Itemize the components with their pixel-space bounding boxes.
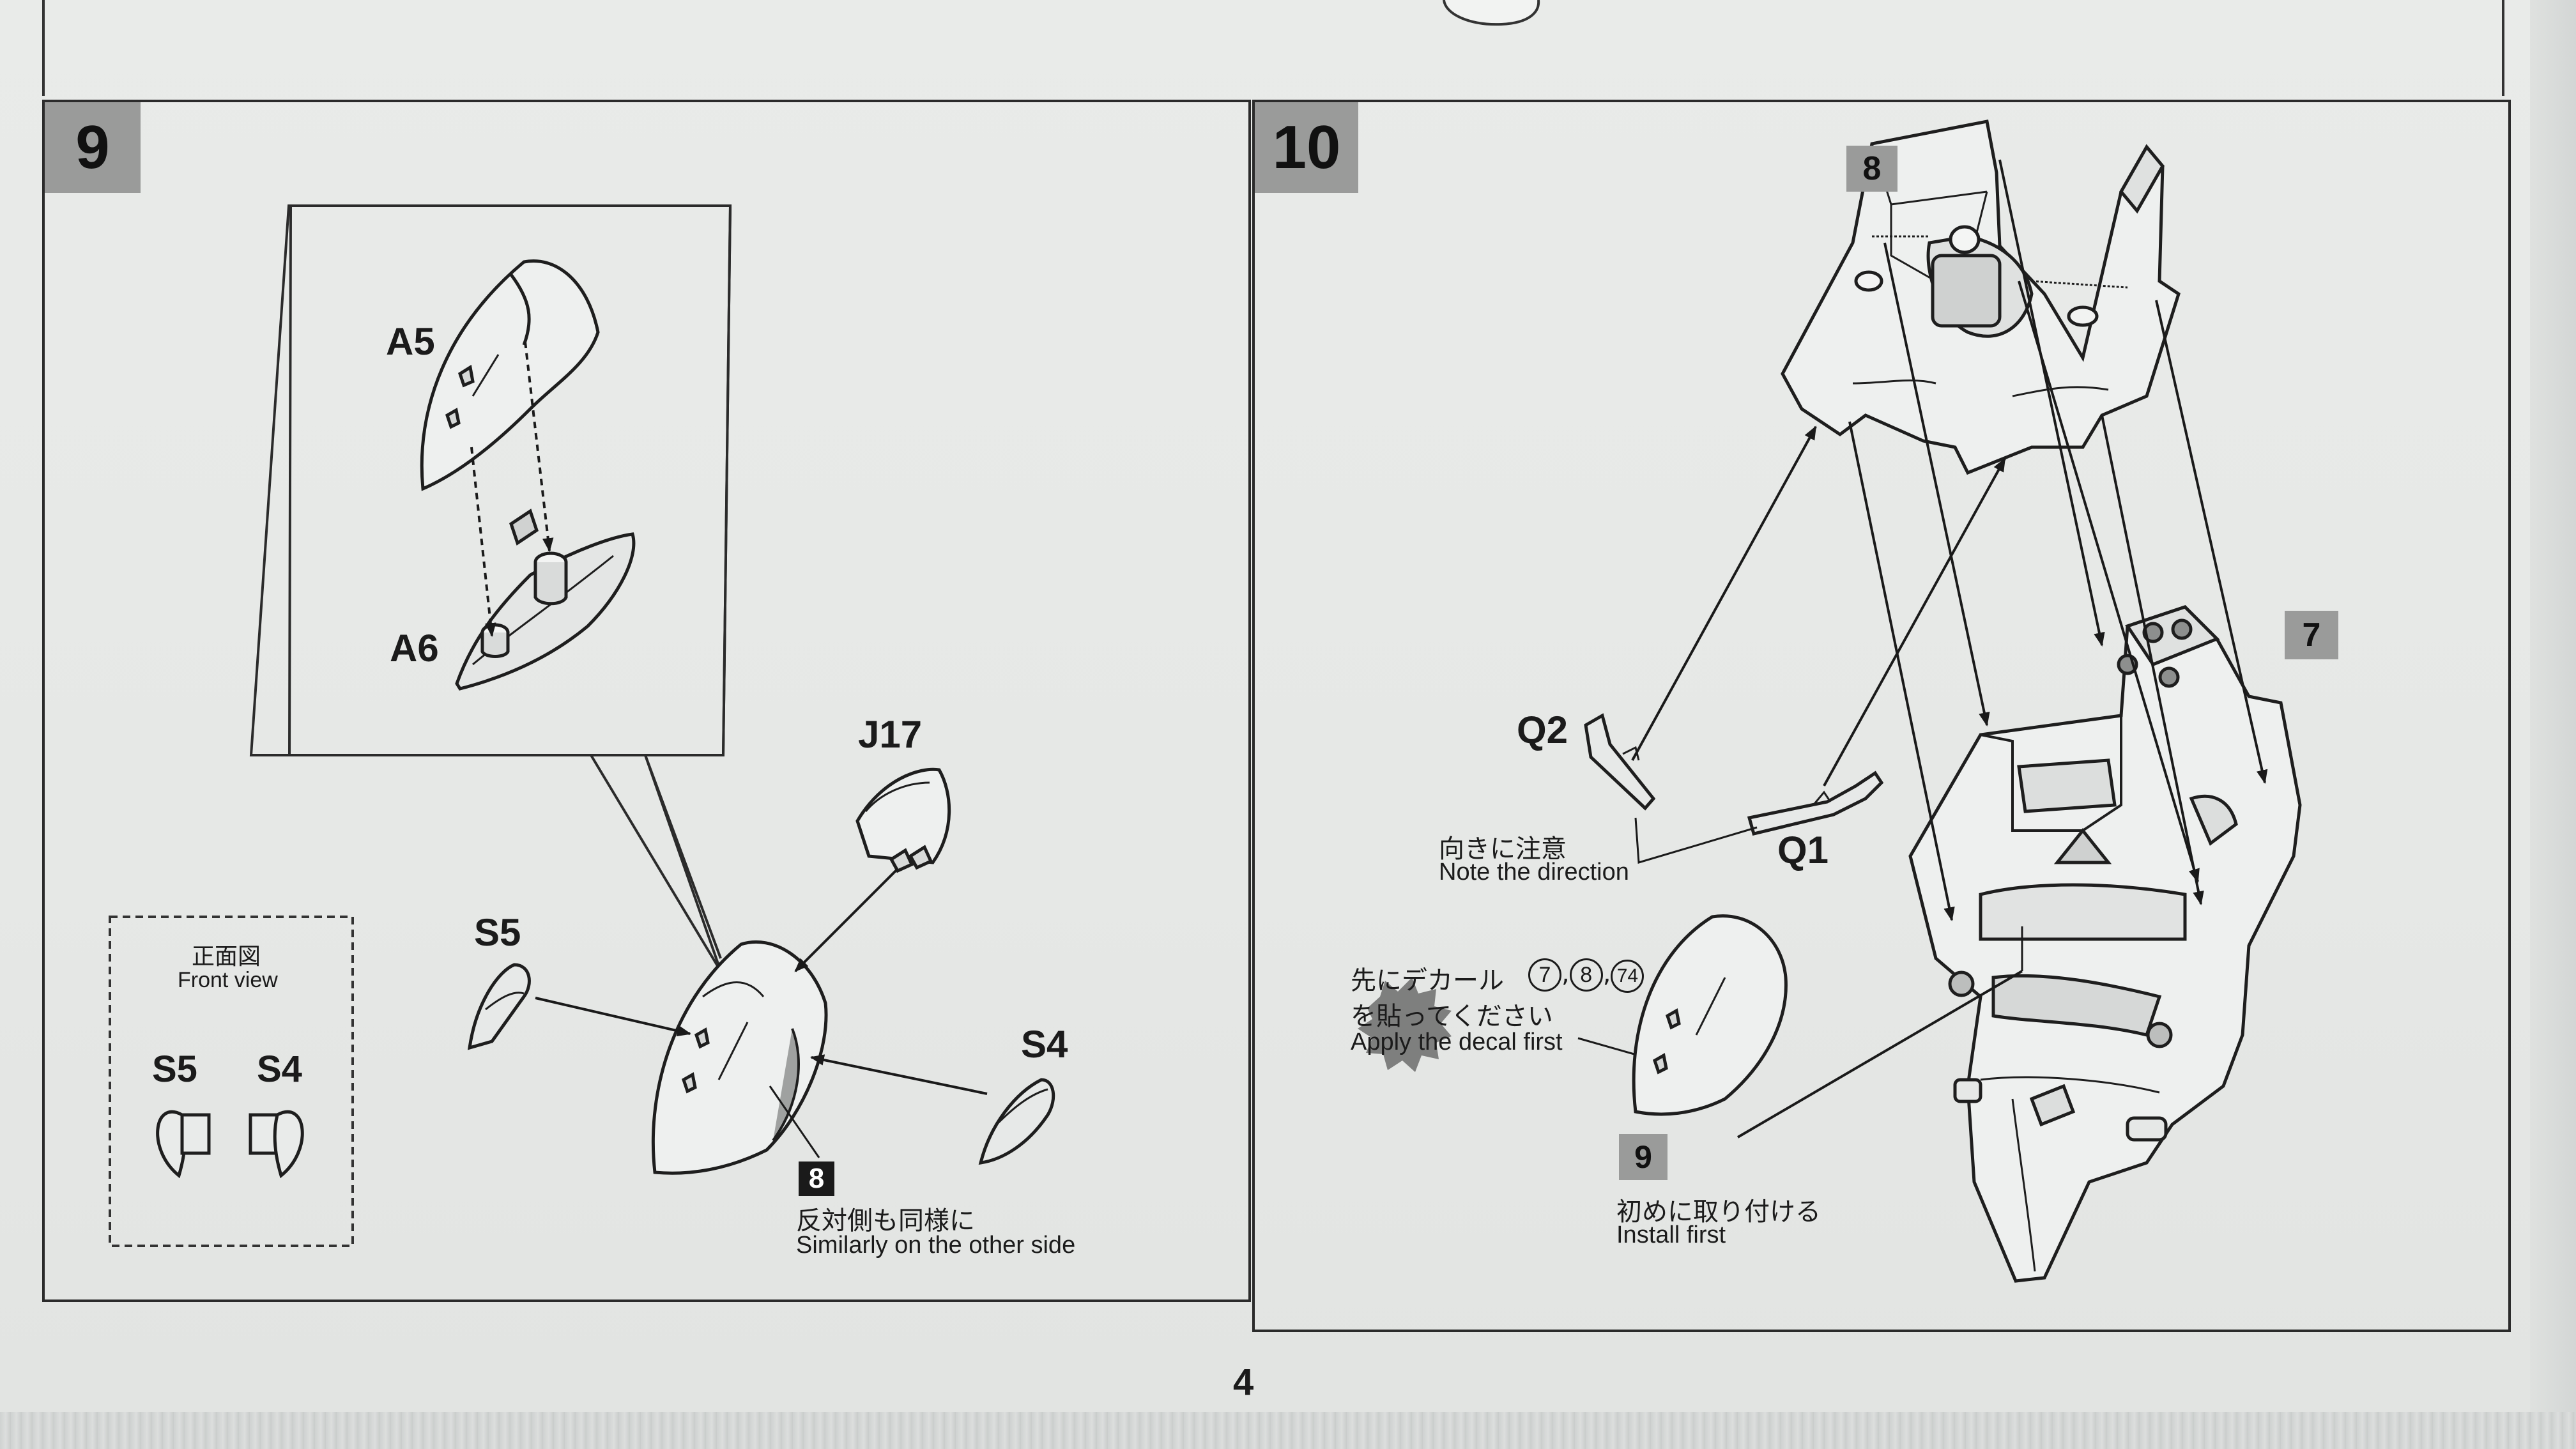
label-s4: S4 <box>1021 1023 1068 1066</box>
j17-arrow <box>794 868 899 972</box>
front-view-label-s4: S4 <box>257 1048 302 1090</box>
install-first-en: Install first <box>1616 1222 1726 1248</box>
part-j17 <box>855 767 951 873</box>
decal-number-8: 8 <box>1569 958 1603 992</box>
panel-frames <box>42 100 2511 1332</box>
ref-step-9-gray: 9 <box>1619 1134 1667 1180</box>
s4-arrow <box>809 1054 988 1095</box>
q2-arrow <box>1631 425 1817 761</box>
part-a6-base <box>455 509 636 691</box>
table-surface <box>0 1412 2576 1449</box>
page-number: 4 <box>1233 1361 1254 1403</box>
label-a6: A6 <box>390 627 439 670</box>
label-q1: Q1 <box>1777 829 1829 871</box>
assembly-guide-lines <box>1848 159 2268 922</box>
decal-number-74: 74 <box>1611 960 1644 993</box>
label-j17: J17 <box>858 713 923 756</box>
other-side-note-en: Similarly on the other side <box>796 1232 1076 1259</box>
inset-box-outline <box>288 204 732 756</box>
next-page-edge <box>2530 0 2576 1412</box>
decal-number-list: 7,8,74 <box>1528 958 1644 993</box>
direction-note-leader <box>1634 817 1758 864</box>
q1-arrow <box>1823 457 2006 786</box>
other-side-note-jp: 反対側も同様に <box>796 1206 975 1236</box>
direction-note-en: Note the direction <box>1439 859 1629 885</box>
install-first-jp: 初めに取り付ける <box>1616 1197 1821 1227</box>
part-upper-assembly <box>1781 119 2181 475</box>
step-9-number: 9 <box>45 102 141 193</box>
ref-step-8-gray: 8 <box>1846 146 1897 192</box>
front-view-box <box>109 916 354 1247</box>
front-view-en: Front view <box>178 968 278 992</box>
label-a5: A5 <box>386 320 435 363</box>
s5-arrow <box>535 997 692 1037</box>
front-view-s4 <box>249 1110 304 1179</box>
decal-note-leader <box>1577 1037 1635 1055</box>
front-view-s5 <box>156 1110 211 1179</box>
callout-tail <box>590 754 722 972</box>
decal-note-jp-line2: を貼ってください <box>1351 1002 1553 1031</box>
decal-number-7: 7 <box>1528 958 1561 992</box>
label-q2: Q2 <box>1517 709 1568 751</box>
ref-step-8-badge: 8 <box>799 1162 834 1196</box>
front-view-jp: 正面図 <box>192 944 261 970</box>
decal-starburst <box>1358 977 1452 1072</box>
part-s5 <box>467 963 531 1050</box>
front-view-label-s5: S5 <box>152 1048 197 1090</box>
decal-note-jp-line1: 先にデカール <box>1351 966 1504 995</box>
decal-note-en: Apply the decal first <box>1351 1029 1563 1055</box>
a5-a6-guide-arrows <box>470 341 554 638</box>
direction-note-jp: 向きに注意 <box>1439 834 1567 864</box>
previous-step-part-edge <box>1443 0 1540 26</box>
part-a5-canopy <box>420 259 600 491</box>
ref-step-7-gray: 7 <box>2285 611 2338 659</box>
part-s4 <box>978 1078 1055 1165</box>
part-q1 <box>1747 770 1884 836</box>
canopy-install-line <box>1736 970 2023 1138</box>
note-leader-step9 <box>769 1085 820 1158</box>
step-10-number: 10 <box>1255 102 1358 193</box>
part-q2 <box>1584 713 1656 811</box>
part-canopy-step10 <box>1632 914 1788 1116</box>
part-lower-assembly <box>1908 605 2302 1283</box>
part-canopy-assembly <box>651 940 828 1175</box>
label-s5: S5 <box>474 911 521 954</box>
